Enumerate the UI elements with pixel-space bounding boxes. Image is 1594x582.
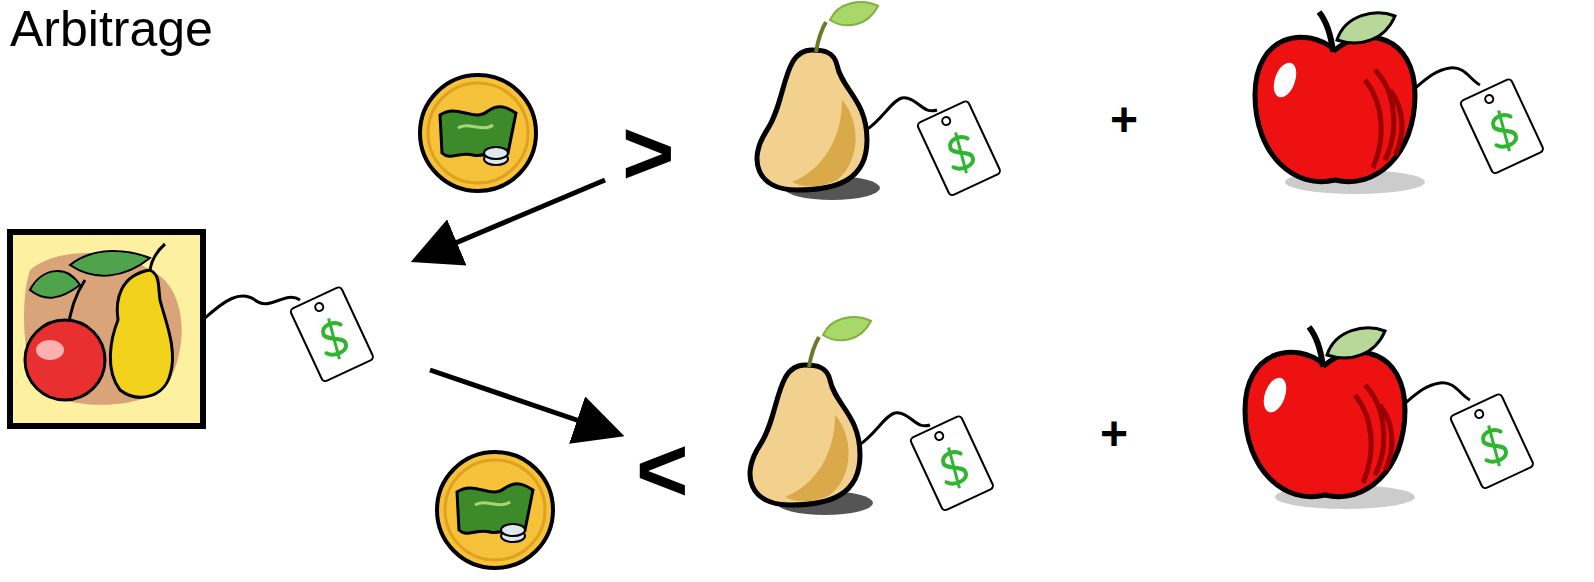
apple-with-price — [1255, 12, 1544, 194]
flow-arrow — [430, 370, 615, 433]
flow-arrow — [420, 180, 605, 258]
fruit-basket-picture — [10, 232, 374, 426]
comparison-sign: > — [622, 108, 675, 198]
diagram-title: Arbitrage — [10, 4, 213, 54]
pear-with-price — [750, 317, 994, 515]
apple-with-price — [1245, 327, 1534, 509]
plus-sign: + — [1110, 96, 1138, 144]
pear-with-price — [757, 2, 1001, 200]
plus-sign: + — [1100, 410, 1128, 458]
comparison-sign: < — [636, 425, 689, 515]
money-coin — [437, 452, 553, 568]
money-coin — [420, 75, 536, 191]
